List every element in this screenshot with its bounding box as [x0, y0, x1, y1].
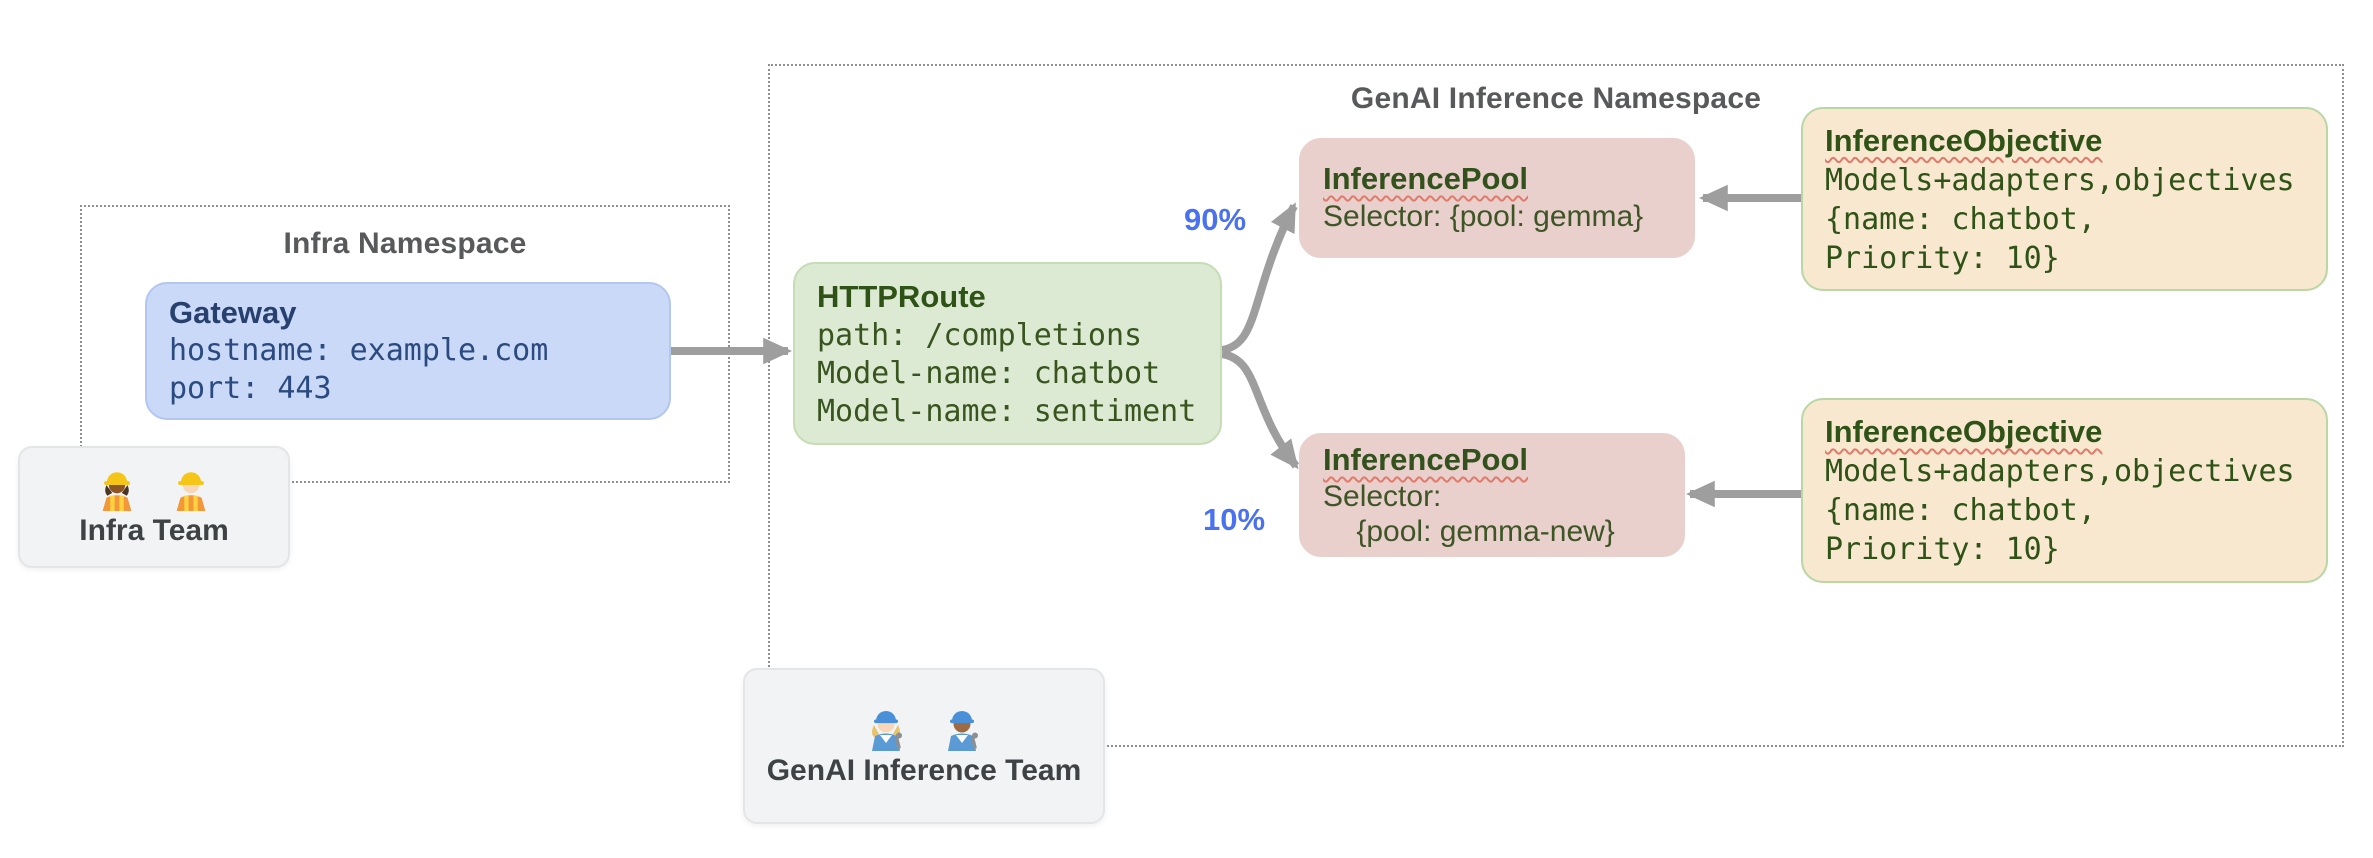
- httproute-title: HTTPRoute: [817, 278, 986, 314]
- httproute-model-chatbot: Model-name: chatbot: [817, 355, 1161, 391]
- inference-objective-top-models: Models+adapters,objectives: [1825, 162, 2295, 198]
- genai-inference-namespace-box: GenAI Inference Namespace: [768, 64, 2344, 747]
- woman-mechanic-icon: [872, 711, 902, 751]
- gateway-title: Gateway: [169, 295, 297, 330]
- gateway-port: port: 443: [169, 371, 332, 406]
- inference-objective-bottom-title: InferenceObjective: [1825, 414, 2103, 449]
- httproute-model-sentiment: Model-name: sentiment: [817, 393, 1197, 429]
- inference-objective-top-name: {name: chatbot,: [1825, 201, 2096, 237]
- traffic-weight-90: 90%: [1183, 202, 1247, 237]
- genai-inference-team-card: GenAI Inference Team: [743, 668, 1105, 824]
- traffic-weight-10: 10%: [1202, 502, 1266, 537]
- httproute-node: HTTPRoute path: /completions Model-name:…: [793, 262, 1222, 445]
- inference-objective-top-node: InferenceObjective Models+adapters,objec…: [1801, 107, 2328, 291]
- woman-construction-worker-icon: [102, 472, 132, 512]
- infra-namespace-box: Infra Namespace: [80, 205, 730, 483]
- inference-objective-top-title: InferenceObjective: [1825, 122, 2103, 158]
- inference-objective-bottom-name: {name: chatbot,: [1825, 493, 2096, 528]
- inference-objective-top-priority: Priority: 10}: [1825, 240, 2060, 276]
- gateway-hostname: hostname: example.com: [169, 333, 549, 368]
- inference-pool-top-node: InferencePool Selector: {pool: gemma}: [1299, 138, 1695, 258]
- inference-objective-bottom-node: InferenceObjective Models+adapters,objec…: [1801, 398, 2328, 583]
- infra-team-card: Infra Team: [18, 446, 290, 568]
- man-construction-worker-icon: [176, 472, 206, 512]
- inference-pool-top-title: InferencePool: [1323, 161, 1528, 196]
- infra-namespace-title: Infra Namespace: [283, 227, 527, 260]
- httproute-to-pool-bottom-arrow: [1221, 350, 1300, 470]
- inference-pool-top-selector: Selector: {pool: gemma}: [1323, 200, 1644, 233]
- infra-team-people: [94, 466, 214, 512]
- inference-pool-bottom-selector: Selector:: [1323, 480, 1442, 513]
- genai-team-people: [862, 704, 986, 752]
- inference-objective-bottom-models: Models+adapters,objectives: [1825, 454, 2295, 489]
- genai-team-label: GenAI Inference Team: [766, 754, 1082, 787]
- httproute-to-pool-top-arrow: [1221, 202, 1298, 354]
- gateway-node: Gateway hostname: example.com port: 443: [145, 282, 671, 420]
- inference-pool-bottom-selector-value: {pool: gemma-new}: [1323, 515, 1615, 548]
- inference-pool-bottom-node: InferencePool Selector: {pool: gemma-new…: [1299, 433, 1685, 557]
- inference-pool-bottom-title: InferencePool: [1323, 442, 1528, 477]
- inference-objective-bottom-priority: Priority: 10}: [1825, 532, 2060, 567]
- genai-inference-namespace-title: GenAI Inference Namespace: [1350, 82, 1762, 115]
- man-mechanic-icon: [948, 711, 978, 751]
- httproute-path: path: /completions: [817, 317, 1143, 353]
- infra-team-label: Infra Team: [79, 514, 229, 547]
